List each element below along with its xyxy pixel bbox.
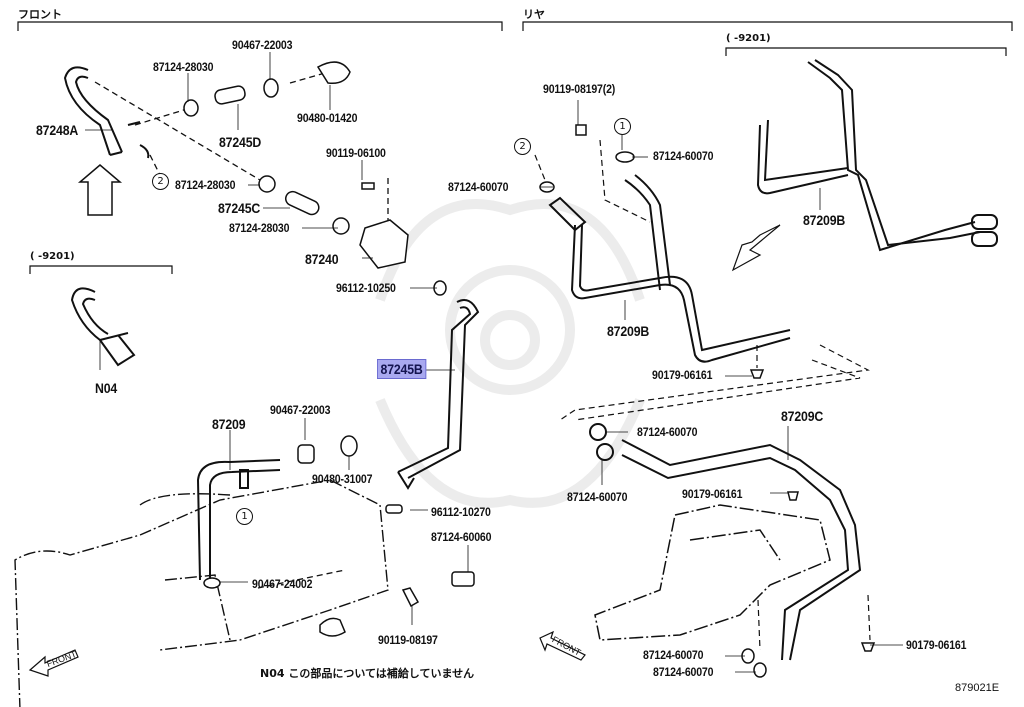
arrow-up-icon: [77, 164, 123, 216]
part-label-87124-28030[interactable]: 87124-28030: [229, 221, 290, 235]
pipe-87209B: [548, 174, 791, 363]
date-range-rear-alt: ( -9201): [726, 33, 771, 44]
figure-code: 879021E: [955, 682, 1000, 694]
part-label-96112-10270[interactable]: 96112-10270: [431, 505, 491, 519]
callout-1-rear: 1: [614, 118, 631, 135]
part-label-87209B-alt[interactable]: 87209B: [803, 212, 846, 228]
part-label-87209C[interactable]: 87209C: [781, 408, 824, 424]
pipe-87209C: [589, 423, 862, 661]
part-label-87124-60070[interactable]: 87124-60070: [653, 149, 714, 163]
part-label-90480-31007[interactable]: 90480-31007: [312, 472, 373, 486]
supply-note: N04 この部品については補給していません: [260, 667, 475, 680]
section-title-rear: リヤ: [523, 8, 545, 21]
part-label-87124-28030[interactable]: 87124-28030: [153, 60, 214, 74]
part-label-90467-22003[interactable]: 90467-22003: [270, 403, 331, 417]
part-label-87124-60070[interactable]: 87124-60070: [567, 490, 628, 504]
part-label-87209B[interactable]: 87209B: [607, 323, 650, 339]
pipe-N04: [70, 287, 136, 367]
front-small-parts: [183, 61, 447, 296]
callout-2-front: 2: [152, 173, 169, 190]
part-label-90179-06161[interactable]: 90179-06161: [906, 638, 967, 652]
part-label-87245C[interactable]: 87245C: [218, 200, 261, 216]
part-label-87124-60070[interactable]: 87124-60070: [637, 425, 698, 439]
front-direction-arrow-right: [539, 630, 586, 661]
date-range-front-alt: ( -9201): [30, 251, 75, 262]
arrow-down-left-icon: [731, 224, 781, 272]
dashed-leaders-front: [94, 72, 389, 589]
fuel-tank-outline: [594, 504, 831, 641]
part-label-90119-06100[interactable]: 90119-06100: [326, 146, 386, 160]
part-label-N04[interactable]: N04: [95, 380, 118, 396]
section-title-front: フロント: [18, 8, 62, 21]
part-label-90467-24002[interactable]: 90467-24002: [252, 577, 313, 591]
part-label-87240[interactable]: 87240: [305, 251, 339, 267]
hose-87245B: [397, 299, 480, 490]
part-label-90467-22003[interactable]: 90467-22003: [232, 38, 293, 52]
part-label-87245B-highlighted[interactable]: 87245B: [377, 359, 427, 379]
dashed-leaders-rear: [534, 139, 871, 651]
rear-small-parts: [539, 124, 876, 678]
part-label-96112-10250[interactable]: 96112-10250: [336, 281, 396, 295]
part-label-87124-60070[interactable]: 87124-60070: [643, 648, 704, 662]
part-label-90179-06161[interactable]: 90179-06161: [652, 368, 713, 382]
front-direction-arrow-left: [28, 649, 79, 677]
part-label-90119-08197-qty2[interactable]: 90119-08197(2): [543, 82, 616, 96]
part-label-87245D[interactable]: 87245D: [219, 134, 262, 150]
pipe-87248A: [63, 66, 150, 159]
part-label-90119-08197[interactable]: 90119-08197: [378, 633, 438, 647]
callout-2-rear: 2: [514, 138, 531, 155]
part-label-90480-01420[interactable]: 90480-01420: [297, 111, 358, 125]
part-label-87124-60060[interactable]: 87124-60060: [431, 530, 492, 544]
part-label-87248A[interactable]: 87248A: [36, 122, 79, 138]
section-brackets: [17, 21, 1013, 274]
part-label-87209[interactable]: 87209: [212, 416, 246, 432]
front-lower-parts: [203, 435, 475, 637]
engine-outline: [14, 479, 389, 707]
pipe-87209B-alt: [756, 59, 998, 252]
part-label-87124-60070[interactable]: 87124-60070: [653, 665, 714, 679]
watermark-logo: [375, 199, 645, 508]
label-leaders: [85, 52, 903, 673]
callout-1-front: 1: [236, 508, 253, 525]
part-label-87124-28030[interactable]: 87124-28030: [175, 178, 236, 192]
part-label-90179-06161[interactable]: 90179-06161: [682, 487, 743, 501]
part-label-87124-60070[interactable]: 87124-60070: [448, 180, 509, 194]
